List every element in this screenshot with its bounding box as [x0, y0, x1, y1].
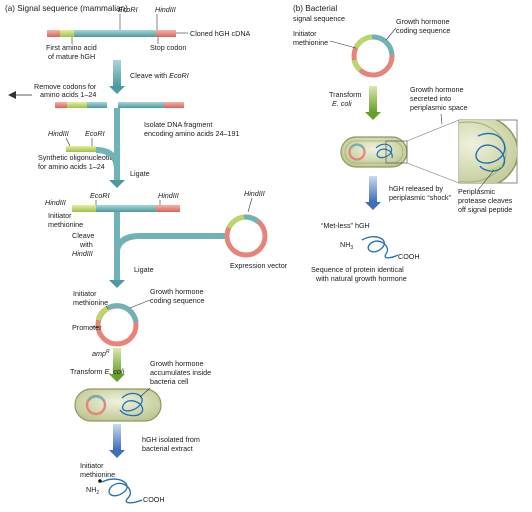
- cleave-ecori-text: Cleave with EcoRI: [130, 71, 189, 80]
- cleave-hind-label-2: with: [79, 240, 93, 249]
- isolated-label-1: hGH isolated from: [142, 435, 200, 444]
- nh2-a-label: NH2: [86, 485, 99, 496]
- plasmid-init-label-2: methionine: [73, 298, 108, 307]
- isolate-label-1: Isolate DNA fragment: [144, 120, 212, 129]
- vector-hindiii-label: HindIII: [244, 189, 265, 198]
- protease-label-1: Periplasmic: [458, 187, 496, 196]
- cleave-hind-label-1: Cleave: [72, 231, 94, 240]
- synthetic-label-1: Synthetic oligonucleotide: [38, 153, 118, 162]
- panel-b-arrow-transform: [365, 86, 381, 120]
- panel-b-title-1: (b) Bacterial: [293, 4, 337, 13]
- secreted-label-2: secreted into: [410, 94, 451, 103]
- final-init-label-1: Initiator: [80, 461, 104, 470]
- oligo-hindiii-label: HindIII: [48, 129, 69, 138]
- panel-b-init-label-2: methionine: [293, 38, 328, 47]
- gh-coding-label-2: coding sequence: [150, 296, 204, 305]
- ligate-2-label: Ligate: [134, 265, 154, 274]
- cdna-ecori-label: EcoRI: [118, 5, 138, 14]
- periplasm-zoom-inset: [458, 119, 518, 184]
- hgh-protein-a: [101, 478, 143, 504]
- accum-label-2: accumulates inside: [150, 368, 211, 377]
- identical-label-2: with natural growth hormone: [315, 274, 407, 283]
- panel-b-init-label-1: Initiator: [293, 29, 317, 38]
- secreted-label-1: Growth hormone: [410, 85, 464, 94]
- bacterium-cell-a: [74, 388, 162, 422]
- identical-label-1: Sequence of protein identical: [311, 265, 404, 274]
- stop-codon-label: Stop codon: [150, 43, 186, 52]
- amp-r-label: ampR: [92, 349, 110, 358]
- transform-label: Transform E. coli: [70, 367, 124, 376]
- step-arrow-isolate: [109, 424, 125, 458]
- gh-coding-label-1: Growth hormone: [150, 287, 204, 296]
- panel-b-plasmid: [351, 34, 395, 78]
- remove-codons-label-1: Remove codons for: [34, 82, 97, 91]
- step-arrow-transform: [109, 348, 125, 382]
- panel-b-transform-1: Transform: [329, 90, 361, 99]
- panel-a-title: (a) Signal sequence (mammalian): [5, 4, 128, 13]
- met-less-hgh-protein: [361, 236, 399, 259]
- panel-b-gh-label-2: coding sequence: [396, 26, 450, 35]
- accum-label-1: Growth hormone: [150, 359, 204, 368]
- lig-ecori-label: EcoRI: [90, 191, 110, 200]
- released-label-2: periplasmic “shock”: [389, 193, 452, 202]
- final-init-label-2: methionine: [80, 470, 115, 479]
- step-arrow-cleave-ecori: [109, 60, 125, 94]
- released-label-1: hGH released by: [389, 184, 443, 193]
- synthetic-oligo-strand: [66, 146, 96, 152]
- remove-arrow-icon: [8, 91, 16, 99]
- panel-b-gh-label-1: Growth hormone: [396, 17, 450, 26]
- cdna-hindiii-label: HindIII: [155, 5, 176, 14]
- lig-hindiii-left-label: HindIII: [45, 198, 66, 207]
- initiator-label-2: methionine: [48, 220, 83, 229]
- cooh-b-label: COOH: [398, 252, 420, 261]
- cloned-cdna-label: Cloned hGH cDNA: [190, 29, 251, 38]
- isolate-label-2: encoding amino acids 24–191: [144, 129, 240, 138]
- nh3-label: NH3: [340, 240, 353, 251]
- panel-b-transform-2: E. coli: [332, 99, 352, 108]
- protease-label-3: off signal peptide: [458, 205, 512, 214]
- lig-hindiii-right-label: HindIII: [158, 191, 179, 200]
- protease-label-2: protease cleaves: [458, 196, 513, 205]
- synthetic-label-2: for amino acids 1–24: [38, 162, 105, 171]
- ligate-1-label: Ligate: [130, 169, 150, 178]
- methionine-dot: [98, 479, 102, 483]
- expression-vector-plasmid: [224, 214, 268, 258]
- metless-label: “Met-less” hGH: [321, 221, 370, 230]
- accum-label-3: bacteria cell: [150, 377, 189, 386]
- isolated-label-2: bacterial extract: [142, 444, 193, 453]
- cleave-hind-label-3: HindIII: [72, 249, 93, 258]
- cloned-cdna-strand: [47, 30, 176, 37]
- ligated-strand: [72, 205, 180, 212]
- initiator-label-1: Initiator: [48, 211, 72, 220]
- plasmid-init-label-1: Initiator: [73, 289, 97, 298]
- promoter-label: Promoter: [72, 323, 102, 332]
- first-aa-label-1: First amino acid: [46, 43, 97, 52]
- expression-vector-label: Expression vector: [230, 261, 288, 270]
- bacterium-cell-b: [340, 136, 408, 168]
- remove-codons-label-2: amino acids 1–24: [40, 90, 96, 99]
- panel-b-arrow-release: [365, 176, 381, 210]
- first-aa-label-2: of mature hGH: [48, 52, 95, 61]
- cut-strands: [55, 102, 184, 108]
- panel-b-title-2: signal sequence: [293, 14, 345, 23]
- oligo-ecori-label: EcoRI: [85, 129, 105, 138]
- cooh-a-label: COOH: [143, 495, 165, 504]
- secreted-label-3: periplasmic space: [410, 103, 468, 112]
- protein-coil-icon: [119, 392, 144, 417]
- recombinant-plasmid: [95, 303, 139, 347]
